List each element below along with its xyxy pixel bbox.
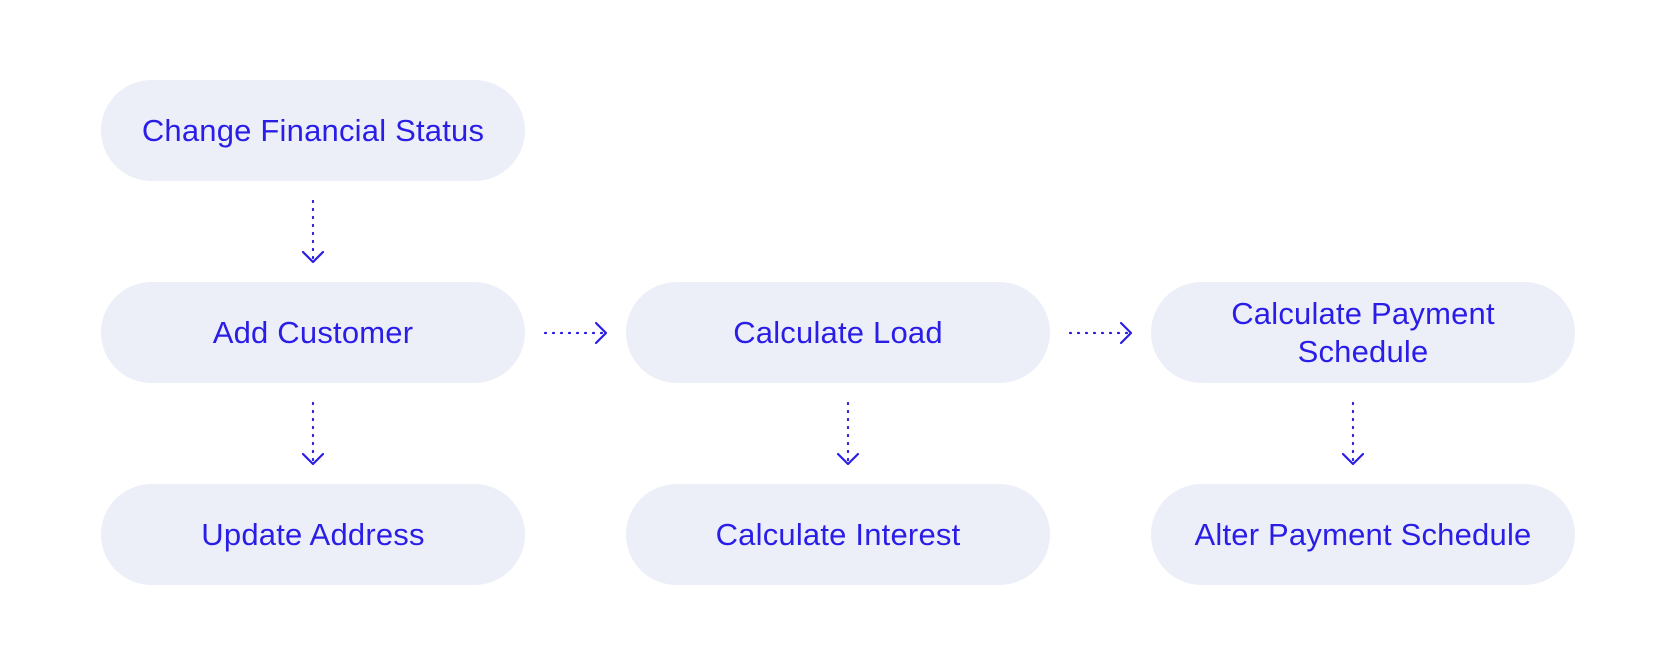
node-label: Calculate Interest	[715, 516, 961, 552]
node-label: Change Financial Status	[141, 112, 485, 148]
arrow-down-icon	[301, 401, 325, 466]
node-update-address: Update Address	[101, 484, 525, 585]
node-label: Update Address	[201, 516, 425, 552]
node-calculate-load: Calculate Load	[626, 282, 1050, 383]
node-label: Calculate Payment Schedule	[1231, 295, 1495, 369]
arrow-down-icon	[1341, 401, 1365, 466]
arrow-down-icon	[301, 199, 325, 264]
node-change-financial-status: Change Financial Status	[101, 80, 525, 181]
node-add-customer: Add Customer	[101, 282, 525, 383]
node-label: Add Customer	[212, 314, 414, 350]
node-calculate-interest: Calculate Interest	[626, 484, 1050, 585]
arrow-right-icon	[543, 321, 608, 345]
arrow-down-icon	[836, 401, 860, 466]
arrow-right-icon	[1068, 321, 1133, 345]
node-label: Alter Payment Schedule	[1194, 516, 1532, 552]
node-label: Calculate Load	[733, 314, 943, 350]
node-alter-payment-schedule: Alter Payment Schedule	[1151, 484, 1575, 585]
node-calculate-payment-schedule: Calculate Payment Schedule	[1151, 282, 1575, 383]
